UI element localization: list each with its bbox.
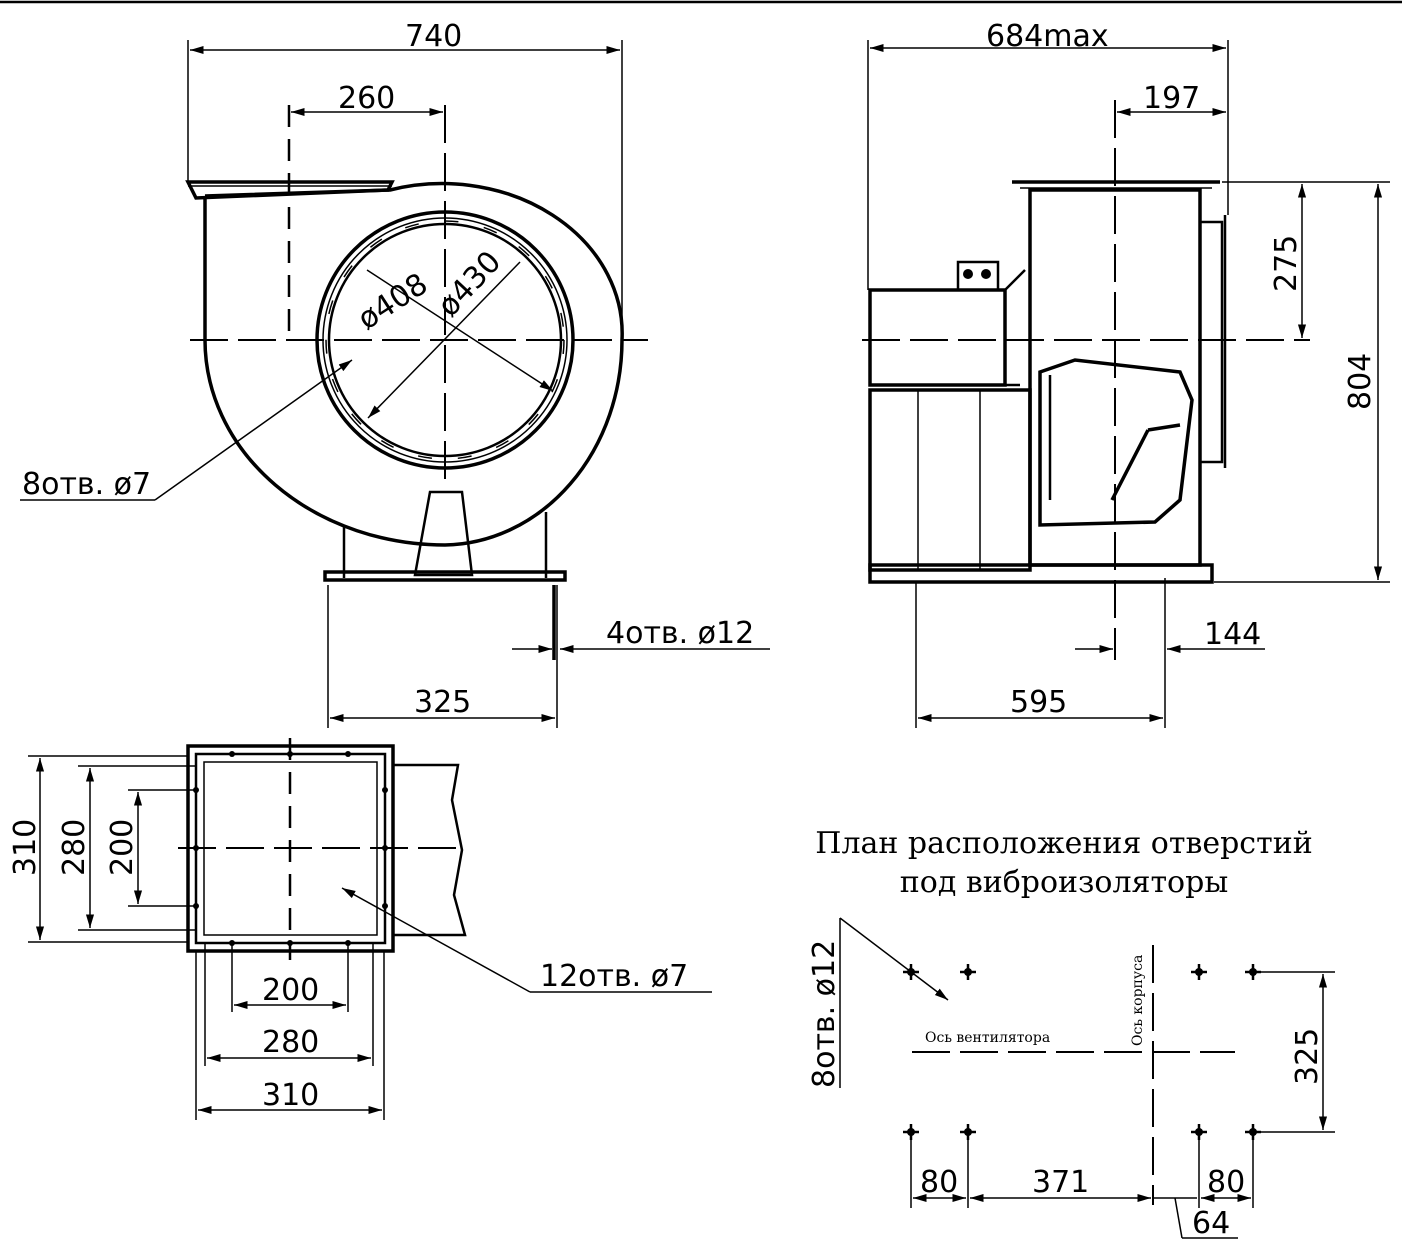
- dim-plan-325: 325: [1290, 1028, 1325, 1085]
- dim-plan-371: 371: [1032, 1165, 1089, 1200]
- dim-w-280: 280: [262, 1025, 319, 1060]
- hole-plan: План расположения отверстий под виброизо…: [807, 826, 1335, 1241]
- outlet-view: 310 280 200 200 280 310 12отв. ø7: [8, 738, 712, 1120]
- label-fan-axis: Ось вентилятора: [925, 1030, 1050, 1046]
- plan-title-line2: под виброизоляторы: [900, 865, 1228, 900]
- dim-plan-64: 64: [1192, 1206, 1230, 1241]
- dim-197: 197: [1143, 81, 1200, 116]
- pedestal: [413, 490, 474, 577]
- dim-dia-430: ø430: [431, 244, 508, 323]
- dim-dia-408: ø408: [352, 267, 434, 338]
- label-8-holes-12: 8отв. ø12: [807, 940, 842, 1088]
- dim-804: 804: [1343, 353, 1378, 410]
- dim-w-310: 310: [262, 1078, 319, 1113]
- dim-h-310: 310: [8, 819, 43, 876]
- motor-stand: [868, 388, 1032, 572]
- inlet-flange: [1198, 220, 1224, 464]
- label-12-holes-7: 12отв. ø7: [540, 959, 688, 994]
- volute-housing: [203, 181, 624, 547]
- dim-144: 144: [1204, 617, 1261, 652]
- motor: [868, 288, 1007, 387]
- outlet-flange: [185, 180, 395, 200]
- label-8-holes-7: 8отв. ø7: [22, 467, 151, 502]
- side-view: 684max 197 275 804 144 595: [862, 19, 1390, 728]
- dim-740: 740: [405, 19, 462, 54]
- dim-260: 260: [338, 81, 395, 116]
- dim-h-280: 280: [57, 819, 92, 876]
- dim-595: 595: [1010, 685, 1067, 720]
- dim-w-200: 200: [262, 973, 319, 1008]
- dim-h-200: 200: [105, 819, 140, 876]
- dim-275: 275: [1269, 235, 1304, 292]
- plan-title-line1: План расположения отверстий: [815, 826, 1312, 861]
- base-frame: [868, 563, 1214, 584]
- label-4-holes-12: 4отв. ø12: [606, 616, 754, 651]
- terminal-box: [956, 260, 1000, 292]
- front-view: 740 260 ø408 ø430 8отв. ø7 4отв. ø12 325: [20, 19, 770, 728]
- duct-stub: [393, 763, 467, 937]
- label-body-axis: Ось корпуса: [1130, 955, 1146, 1046]
- impeller: [1038, 358, 1194, 527]
- dim-plan-80-left: 80: [920, 1165, 958, 1200]
- base-plate: [323, 570, 567, 582]
- dim-325: 325: [414, 685, 471, 720]
- dim-684max: 684max: [986, 19, 1109, 54]
- outlet-holes: [193, 751, 388, 946]
- dim-plan-80-right: 80: [1207, 1165, 1245, 1200]
